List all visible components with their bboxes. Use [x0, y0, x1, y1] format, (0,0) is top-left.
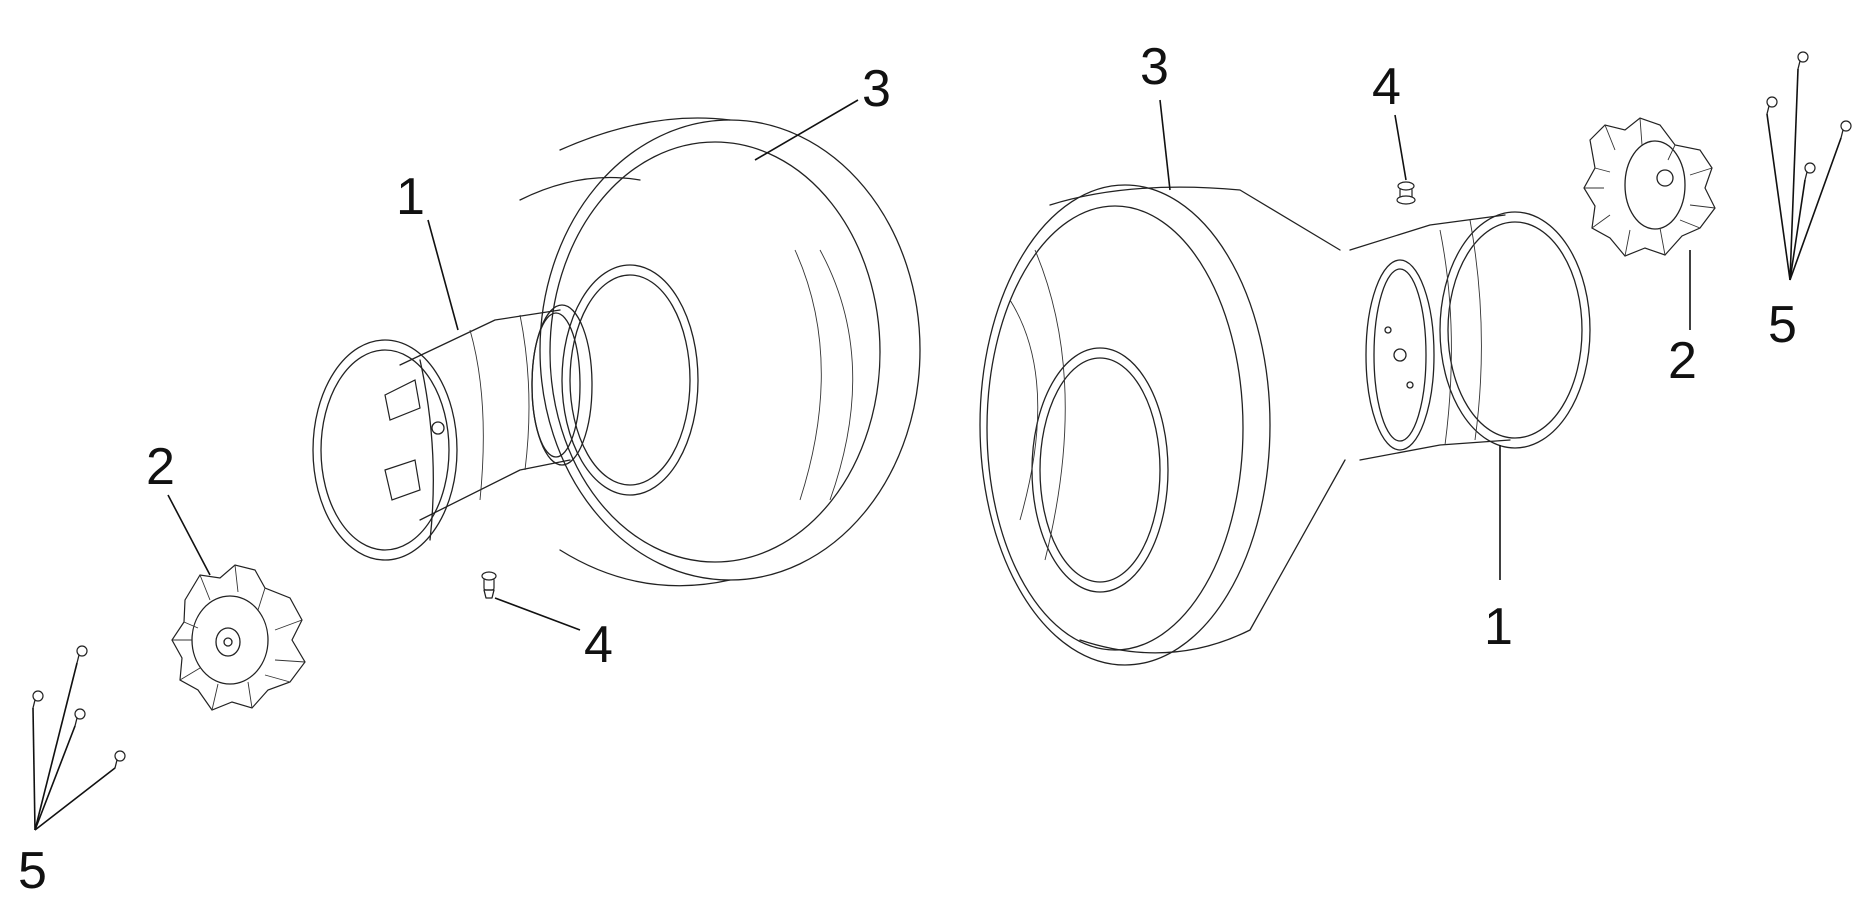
left-rim — [312, 304, 593, 561]
leader-lines — [32, 68, 1842, 831]
callout-right-valve: 4 — [1372, 58, 1401, 116]
leader-right-screws — [1766, 68, 1842, 281]
left-hub-cap — [171, 564, 306, 711]
leader-left-rim — [427, 219, 459, 331]
leader-right-tire — [1159, 99, 1171, 191]
leader-right-valve — [1394, 114, 1407, 181]
leader-left-hub-cap — [167, 494, 211, 576]
left-tire — [519, 117, 921, 587]
leader-left-tire — [754, 99, 859, 161]
callout-left-screws: 5 — [18, 842, 47, 900]
callout-left-hub-cap: 2 — [146, 438, 175, 496]
callout-right-rim: 1 — [1484, 598, 1513, 656]
callout-left-tire: 3 — [862, 60, 891, 118]
left-valve-stem — [481, 571, 497, 599]
leader-left-valve — [494, 597, 581, 631]
right-valve-stem — [1396, 181, 1416, 205]
callout-right-screws: 5 — [1768, 296, 1797, 354]
callout-right-tire: 3 — [1140, 38, 1169, 96]
callout-left-rim: 1 — [396, 168, 425, 226]
right-tire — [979, 184, 1346, 666]
callout-right-hub-cap: 2 — [1668, 332, 1697, 390]
leader-left-screws — [32, 662, 116, 831]
right-rim — [1349, 211, 1591, 461]
right-screws — [1766, 51, 1852, 181]
right-hub-cap — [1583, 117, 1716, 257]
callout-numbers: 1 3 2 4 5 3 4 1 2 5 — [18, 38, 1797, 900]
left-screws — [32, 645, 126, 769]
callout-left-valve: 4 — [584, 616, 613, 674]
